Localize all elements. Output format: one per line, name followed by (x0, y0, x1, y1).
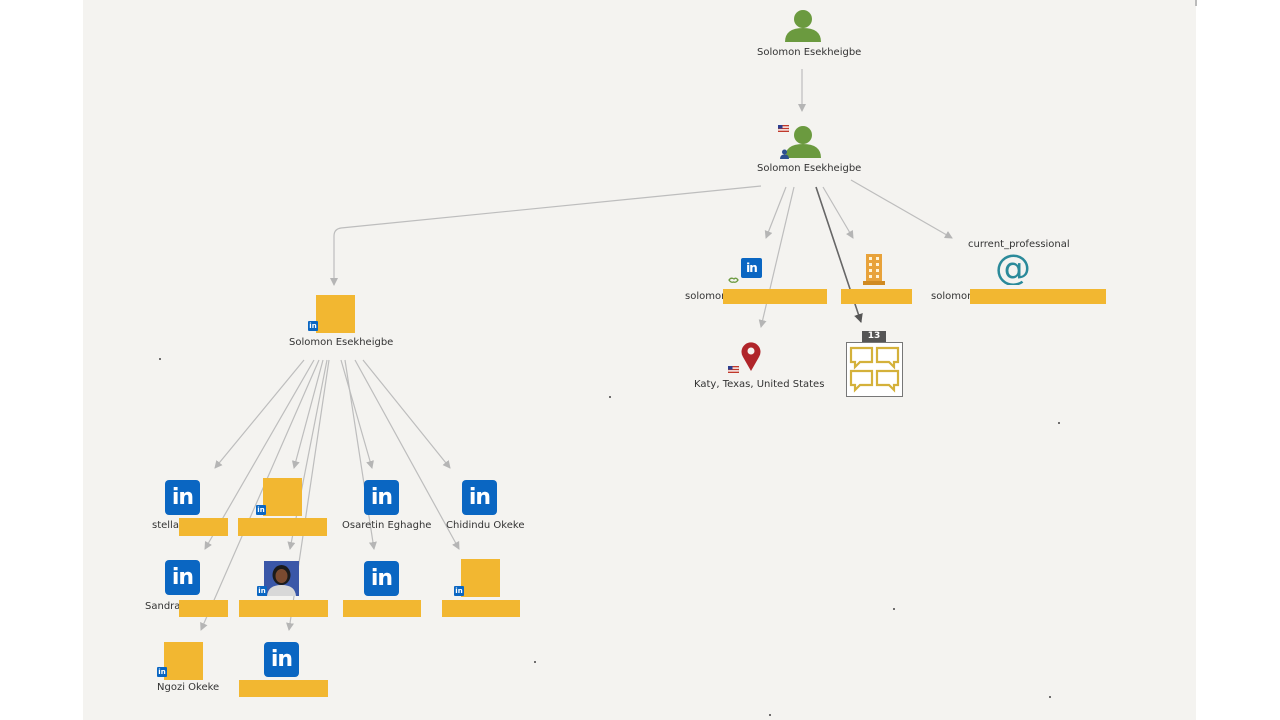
handshake-icon (728, 277, 739, 283)
scrollbar[interactable] (1195, 0, 1197, 6)
profile-image-redacted[interactable] (316, 295, 355, 333)
edge-profile-ngozi (200, 359, 320, 631)
count-badge: 13 (862, 331, 886, 342)
linkedin-icon[interactable]: in (264, 642, 299, 677)
connection-label: stella (152, 520, 179, 531)
connection-label: Ngozi Okeke (157, 682, 220, 693)
edge-profile-photo (287, 359, 328, 550)
profile-image-redacted[interactable] (164, 642, 203, 680)
graph-edges (200, 69, 953, 631)
us-flag-icon (778, 125, 789, 132)
linkedin-icon[interactable]: in (741, 258, 762, 278)
edge-main-email (850, 179, 953, 239)
email-caption: current_professional (968, 239, 1070, 250)
node-main-person-label: Solomon Esekheigbe (757, 163, 862, 174)
connection-label: Chidindu Okeke (446, 520, 525, 531)
svg-text:@: @ (995, 249, 1031, 285)
linkedin-account-label: solomon (685, 291, 728, 302)
connection-label: Sandra (145, 601, 181, 612)
linkedin-icon: in (157, 667, 167, 677)
background-speck (159, 358, 161, 360)
background-speck (534, 661, 536, 663)
edge-profile-conn2 (291, 359, 324, 469)
connection-label: Osaretin Eghaghe (342, 520, 432, 531)
edge-main-linkedin-account (764, 186, 787, 239)
linkedin-icon[interactable]: in (462, 480, 497, 515)
map-pin-icon[interactable] (740, 340, 762, 372)
redaction-block (179, 600, 228, 617)
linkedin-icon[interactable]: in (165, 560, 200, 595)
edge-main-linkedin-profile (330, 185, 762, 286)
redaction-block (723, 289, 827, 304)
redaction-block (239, 680, 328, 697)
graph-canvas[interactable]: Solomon Esekheigbe Solomon Esekheigbe in… (83, 0, 1196, 720)
linkedin-icon: in (257, 586, 267, 596)
edge-profile-osaretin (340, 359, 374, 469)
profile-image-redacted[interactable] (263, 478, 302, 516)
building-icon[interactable] (863, 251, 885, 285)
redaction-block (970, 289, 1106, 304)
edge-profile-sandra (204, 359, 315, 550)
linkedin-icon[interactable]: in (364, 561, 399, 596)
node-main-person[interactable] (783, 124, 823, 158)
background-speck (1049, 696, 1051, 698)
redaction-block (239, 600, 328, 617)
redaction-block (343, 600, 421, 617)
background-speck (769, 714, 771, 716)
us-flag-icon (728, 366, 739, 373)
edge-profile-conn7 (344, 359, 377, 550)
redaction-block (238, 518, 327, 536)
location-label: Katy, Texas, United States (694, 379, 825, 390)
linkedin-icon: in (256, 505, 266, 515)
linkedin-icon: in (308, 321, 318, 331)
profile-image-redacted[interactable] (461, 559, 500, 597)
edge-profile-stella (214, 359, 305, 469)
linkedin-icon[interactable]: in (165, 480, 200, 515)
linkedin-profile-label: Solomon Esekheigbe (289, 337, 394, 348)
background-speck (893, 608, 895, 610)
person-icon (785, 10, 821, 42)
at-sign-icon[interactable]: @ (995, 249, 1031, 285)
node-root-person-label: Solomon Esekheigbe (757, 47, 862, 58)
redaction-block (179, 518, 228, 536)
background-speck (1058, 422, 1060, 424)
linkedin-icon[interactable]: in (364, 480, 399, 515)
node-root-person[interactable] (783, 8, 823, 42)
person-icon (785, 126, 821, 158)
redaction-block (841, 289, 912, 304)
email-label: solomon (931, 291, 974, 302)
speech-bubbles-icon[interactable] (846, 342, 903, 397)
background-speck (609, 396, 611, 398)
edge-profile-conn8 (354, 359, 460, 550)
edge-profile-chidindu (362, 359, 451, 469)
redaction-block (442, 600, 520, 617)
profile-photo[interactable] (264, 561, 299, 596)
edge-main-organization (822, 186, 854, 239)
person-badge-icon (780, 149, 789, 159)
linkedin-icon: in (454, 586, 464, 596)
